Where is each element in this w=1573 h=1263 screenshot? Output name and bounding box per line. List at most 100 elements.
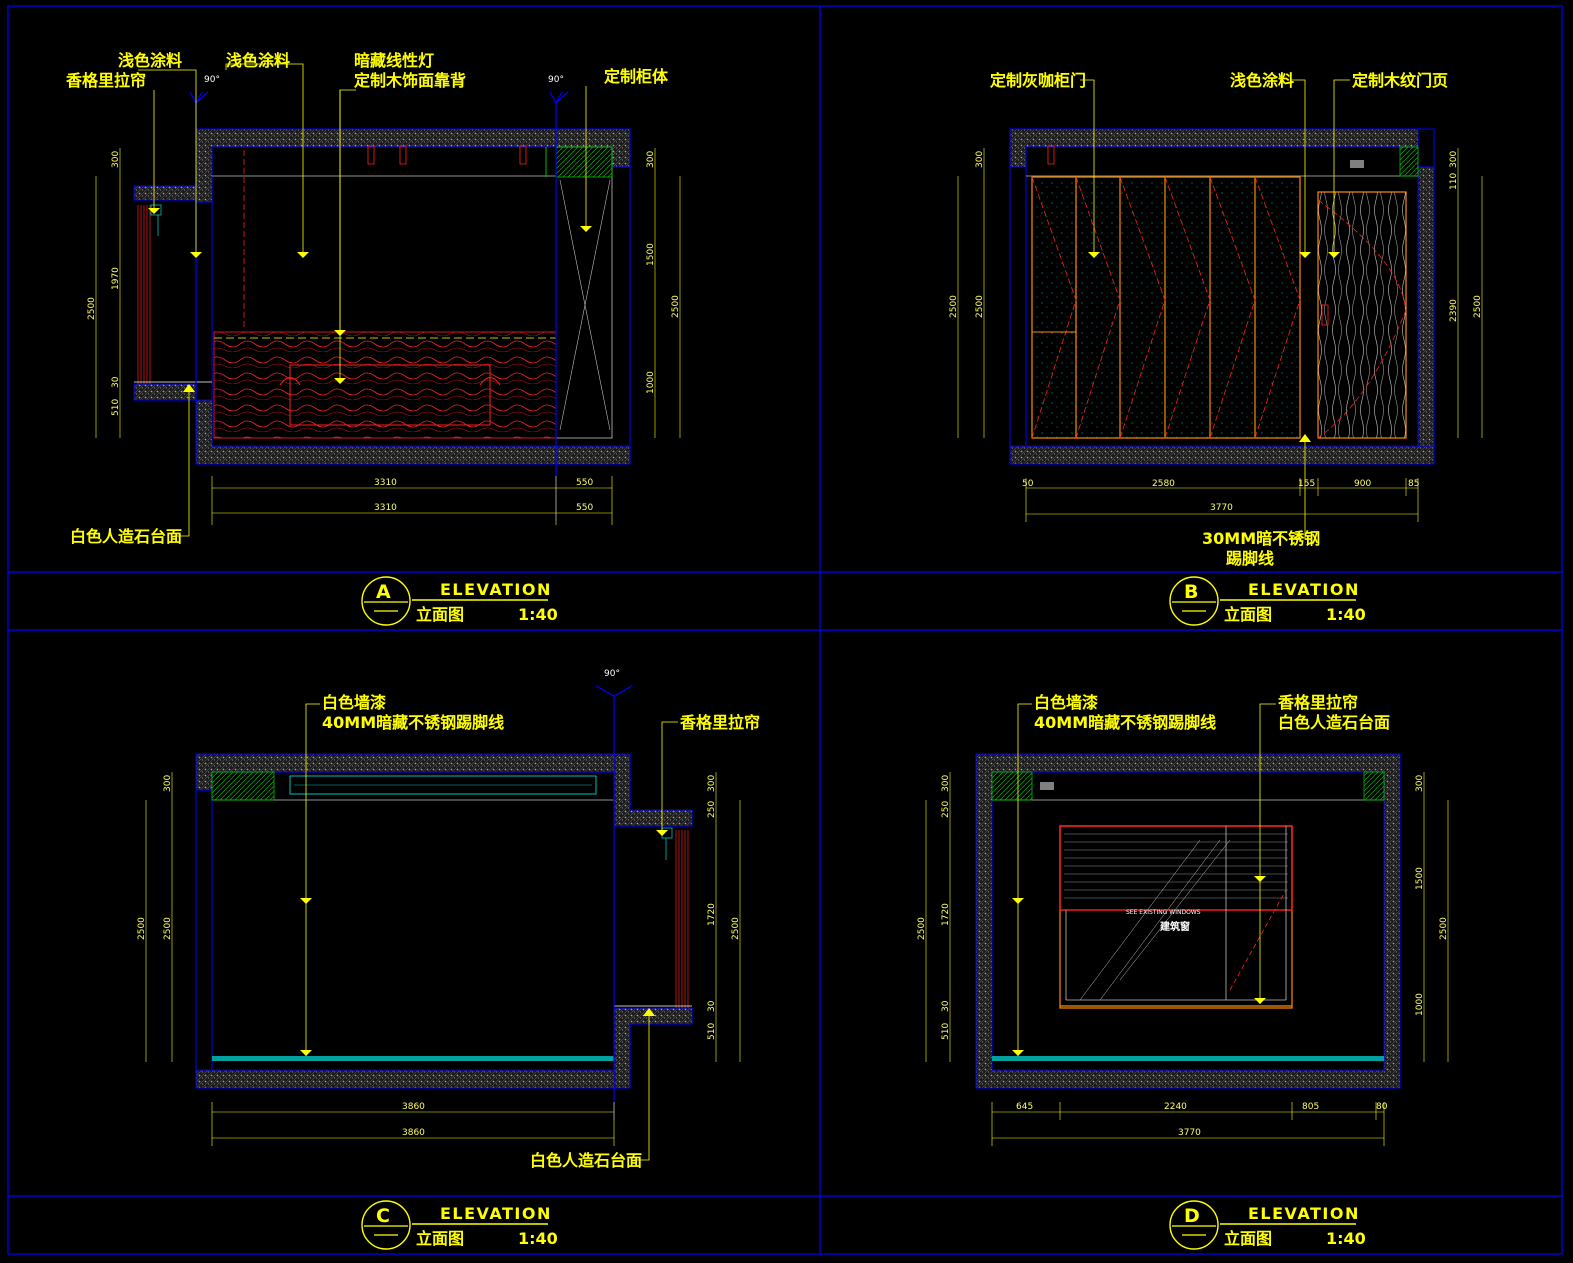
curtain-c [675, 830, 689, 1008]
label-skirting-b1: 30MM暗不锈钢 [1202, 529, 1320, 548]
elevation-subtitle-d: 立面图 [1224, 1229, 1272, 1248]
floor-section-b [1009, 445, 1435, 465]
wall-section-d [975, 753, 1401, 1089]
existing-window [1059, 825, 1293, 1009]
dim-d-3770: 3770 [1178, 1128, 1201, 1138]
label-hidden-light: 暗藏线性灯 [354, 51, 434, 70]
gray-cabinet-doors [1031, 176, 1301, 439]
angle-label-a1: 90° [204, 75, 220, 85]
label-curtain-c: 香格里拉帘 [679, 713, 760, 732]
dim-d-right-2500: 2500 [1439, 917, 1449, 940]
dim-b-2580: 2580 [1152, 479, 1175, 489]
elevation-title-d: ELEVATION [1248, 1204, 1360, 1223]
drawing-frame [7, 5, 1563, 1255]
elevation-letter-b: B [1184, 581, 1198, 603]
dim-b-right-2500: 2500 [1473, 295, 1483, 318]
dim-a-left-2500: 2500 [87, 297, 97, 320]
elevation-scale-a: 1:40 [518, 605, 558, 624]
label-gray-door: 定制灰咖柜门 [989, 71, 1086, 90]
wood-headboard [213, 331, 557, 439]
label-white-paint-c: 白色墙漆 [322, 693, 386, 712]
label-paint-light-b: 浅色涂料 [1230, 71, 1294, 90]
dim-a-left-30: 30 [111, 376, 121, 388]
dim-d-right-1000: 1000 [1415, 993, 1425, 1016]
floor-section-c [195, 1007, 693, 1089]
dim-a-left-1970: 1970 [111, 267, 121, 290]
dim-d-left-300: 300 [941, 775, 951, 792]
elevation-letter-c: C [376, 1205, 390, 1227]
dim-d-right-1500: 1500 [1415, 867, 1425, 890]
elevation-d: SEE EXISTING WINDOWS 建筑窗 白色墙漆 40MM暗藏不锈钢踢… [917, 693, 1449, 1250]
dim-c-bottom-3860b: 3860 [402, 1128, 425, 1138]
title-block-c: C ELEVATION 立面图 1:40 [361, 1200, 558, 1250]
dim-d-645: 645 [1016, 1102, 1033, 1112]
dim-d-left-250: 250 [941, 801, 951, 818]
label-cabinet: 定制柜体 [603, 67, 669, 86]
elevation-scale-b: 1:40 [1326, 605, 1366, 624]
elevation-scale-c: 1:40 [518, 1229, 558, 1248]
elevation-title-c: ELEVATION [440, 1204, 552, 1223]
wood-grain-door [1317, 191, 1407, 439]
angle-label-a2: 90° [548, 75, 564, 85]
elevation-scale-d: 1:40 [1326, 1229, 1366, 1248]
elevation-subtitle-c: 立面图 [416, 1229, 464, 1248]
custom-cabinet [555, 146, 613, 439]
dim-c-right-300: 300 [707, 775, 717, 792]
dim-b-900: 900 [1354, 479, 1371, 489]
elevation-subtitle-a: 立面图 [416, 605, 464, 624]
label-window: 建筑窗 [1159, 920, 1190, 933]
dim-c-bottom-3860a: 3860 [402, 1102, 425, 1112]
dim-c-right-30: 30 [707, 1000, 717, 1012]
dim-a-right-1500: 1500 [646, 243, 656, 266]
dim-d-80: 80 [1376, 1102, 1388, 1112]
angle-label-c: 90° [604, 669, 620, 679]
dim-a-right-2500: 2500 [671, 295, 681, 318]
label-paint-light-a1: 浅色涂料 [118, 51, 182, 70]
dim-a-bottom-550a: 550 [576, 478, 593, 488]
elevation-title-a: ELEVATION [440, 580, 552, 599]
dim-b-right-2390: 2390 [1449, 299, 1459, 322]
dim-a-left-510: 510 [111, 399, 121, 416]
skirting-c [212, 1056, 614, 1061]
dim-a-bottom-3310b: 3310 [374, 503, 397, 513]
dim-c-right-2500: 2500 [731, 917, 741, 940]
label-wood-headboard: 定制木饰面靠背 [353, 71, 466, 90]
label-skirting-b2: 踢脚线 [1226, 549, 1274, 568]
dim-c-left-2500a: 2500 [137, 917, 147, 940]
skirting-d [992, 1056, 1384, 1061]
label-skirting-c: 40MM暗藏不锈钢踢脚线 [322, 713, 504, 732]
dim-d-left-1720: 1720 [941, 903, 951, 926]
dim-b-50: 50 [1022, 479, 1034, 489]
elevation-subtitle-b: 立面图 [1224, 605, 1272, 624]
dim-b-left-2500b: 2500 [975, 295, 985, 318]
label-paint-light-a2: 浅色涂料 [226, 51, 290, 70]
dim-b-left-2500a: 2500 [949, 295, 959, 318]
dim-a-bottom-3310a: 3310 [374, 478, 397, 488]
label-counter-c: 白色人造石台面 [530, 1151, 642, 1170]
elevation-title-b: ELEVATION [1248, 580, 1360, 599]
dim-d-805: 805 [1302, 1102, 1319, 1112]
dim-b-155: 155 [1298, 479, 1315, 489]
title-block-b: B ELEVATION 立面图 1:40 [1169, 576, 1366, 626]
dim-c-left-2500b: 2500 [163, 917, 173, 940]
curtain-a [137, 205, 151, 384]
label-wood-door: 定制木纹门页 [1351, 71, 1448, 90]
dim-a-bottom-550b: 550 [576, 503, 593, 513]
label-curtain-a: 香格里拉帘 [65, 71, 146, 90]
elevation-letter-a: A [376, 581, 391, 603]
elevation-a: 90° 90° 浅色涂料 香格里拉帘 浅色涂料 暗藏线性灯 定制木饰面靠背 定制… [65, 51, 681, 626]
dim-a-left-300: 300 [111, 151, 121, 168]
dim-b-85: 85 [1408, 479, 1419, 489]
dim-b-right-110: 110 [1449, 173, 1459, 190]
elevation-letter-d: D [1184, 1205, 1200, 1227]
dim-b-right-300: 300 [1449, 151, 1459, 168]
dim-a-right-1000: 1000 [646, 371, 656, 394]
label-skirting-d: 40MM暗藏不锈钢踢脚线 [1034, 713, 1216, 732]
dim-c-left-300: 300 [163, 775, 173, 792]
dim-b-3770: 3770 [1210, 503, 1233, 513]
dim-c-right-510: 510 [707, 1023, 717, 1040]
dim-d-left-30: 30 [941, 1000, 951, 1012]
label-see-existing-windows: SEE EXISTING WINDOWS [1126, 909, 1201, 916]
label-counter-a: 白色人造石台面 [70, 527, 182, 546]
